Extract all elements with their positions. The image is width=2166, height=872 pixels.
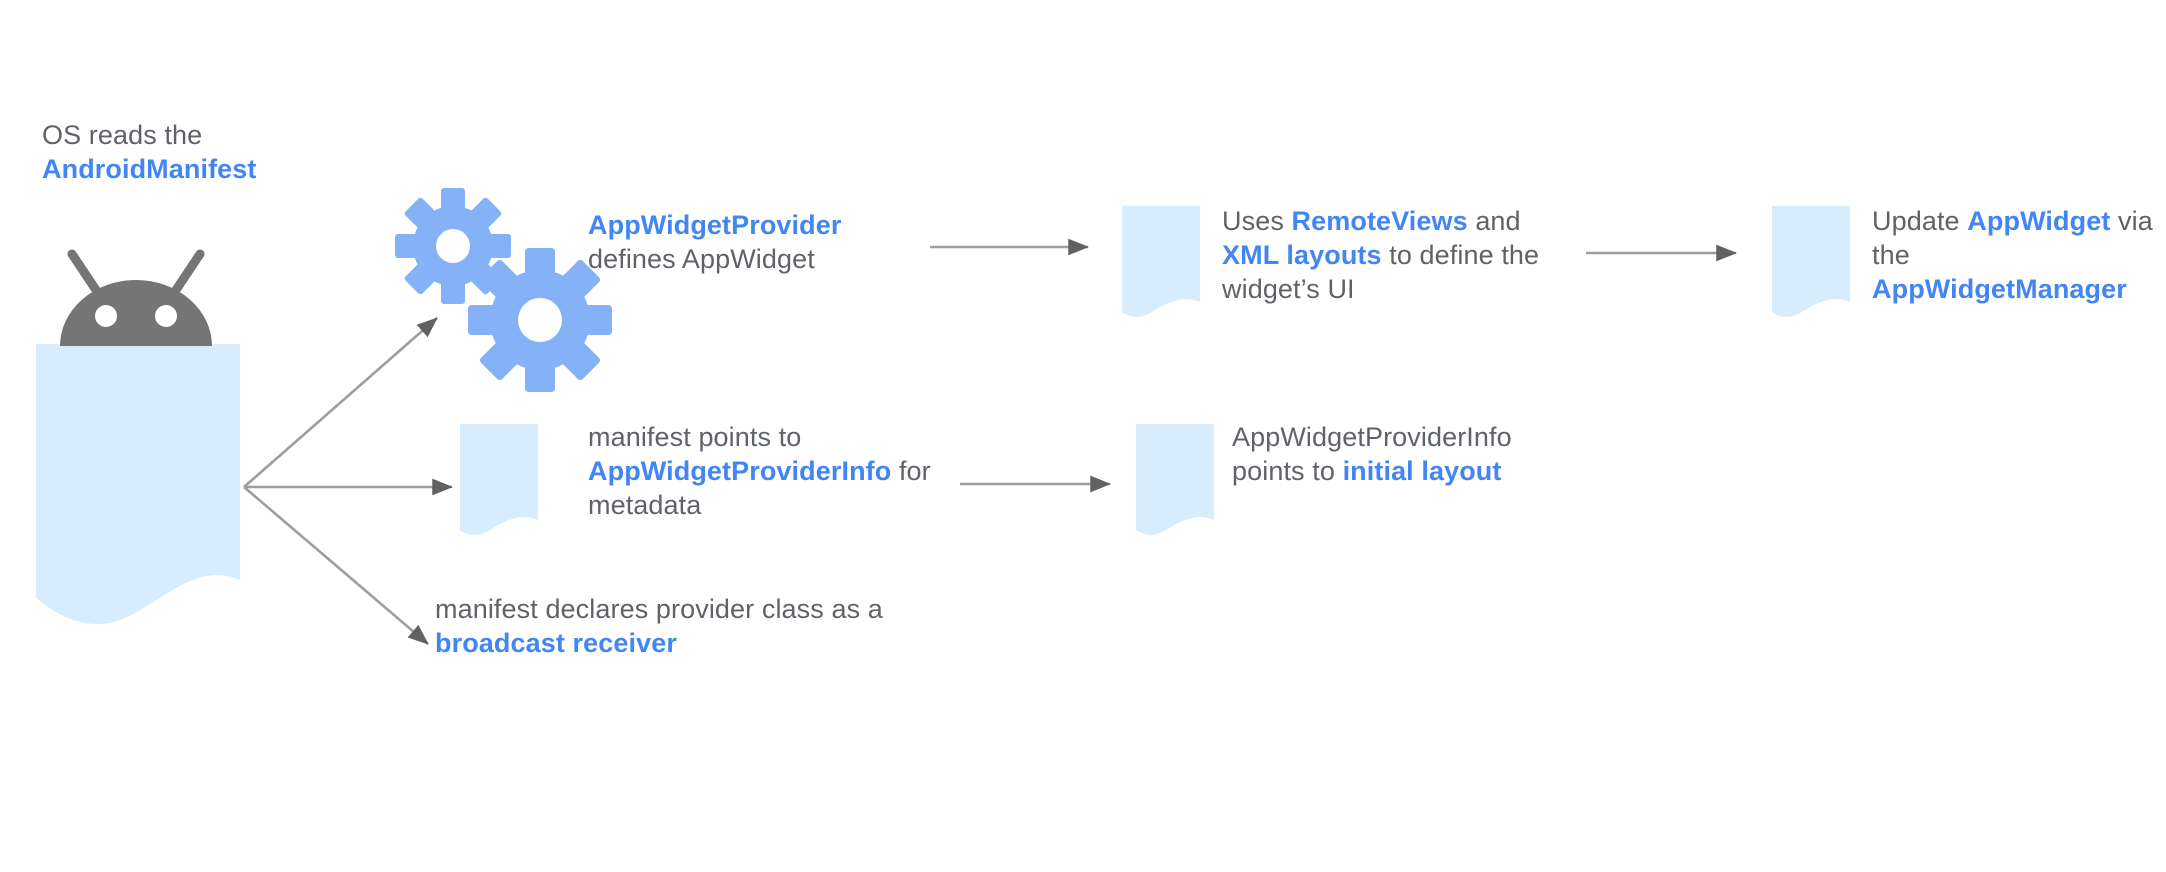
remoteviews-term: RemoteViews (1291, 206, 1468, 236)
title-line-2: AndroidManifest (42, 154, 257, 184)
providerinfo-post: for metadata (588, 456, 939, 520)
title-line-1: OS reads the (42, 120, 203, 150)
update-appwidget-label: Update AppWidget via the AppWidgetManage… (1872, 204, 2166, 306)
remoteviews-document-icon (1122, 206, 1200, 317)
update-mid: via the (1872, 206, 2161, 270)
document-shape (36, 344, 240, 625)
remoteviews-label: Uses RemoteViews and XML layouts to defi… (1222, 204, 1572, 306)
initial-layout-label: AppWidgetProviderInfo points to initial … (1232, 420, 1542, 488)
providerinfo-pre: manifest points to (588, 422, 810, 452)
update-pre: Update (1872, 206, 1968, 236)
appwidgetprovider-rest: defines AppWidget (588, 210, 850, 274)
arrow-manifest-to-receiver (243, 486, 429, 645)
appwidgetproviderinfo-term: AppWidgetProviderInfo (588, 456, 892, 486)
appwidgetmanager-term: AppWidgetManager (1872, 274, 2127, 304)
initiallayout-document-icon (1136, 424, 1214, 535)
appwidget-term: AppWidget (1967, 206, 2111, 236)
arrow-manifest-to-gears (243, 317, 438, 488)
appwidgetprovider-label: AppWidgetProvider defines AppWidget (588, 208, 888, 276)
broadcast-receiver-label: manifest declares provider class as a br… (435, 592, 905, 660)
remoteviews-post: to define the widget’s UI (1222, 240, 1547, 304)
receiver-pre: manifest declares provider class as a (435, 594, 891, 624)
update-document-icon (1772, 206, 1850, 317)
appwidgetproviderinfo-label: manifest points to AppWidgetProviderInfo… (588, 420, 958, 522)
broadcast-receiver-term: broadcast receiver (435, 628, 677, 658)
initiallayout-pre: AppWidgetProviderInfo points to (1232, 422, 1520, 486)
initial-layout-term: initial layout (1342, 456, 1502, 486)
providerinfo-document-icon (460, 424, 538, 535)
manifest-document-node (36, 344, 240, 625)
xmllayouts-term: XML layouts (1222, 240, 1382, 270)
remoteviews-mid: and (1467, 206, 1529, 236)
appwidgetprovider-term: AppWidgetProvider (588, 210, 842, 240)
gears-icon (395, 188, 612, 392)
remoteviews-pre: Uses (1222, 206, 1292, 236)
android-robot-icon (60, 249, 212, 346)
